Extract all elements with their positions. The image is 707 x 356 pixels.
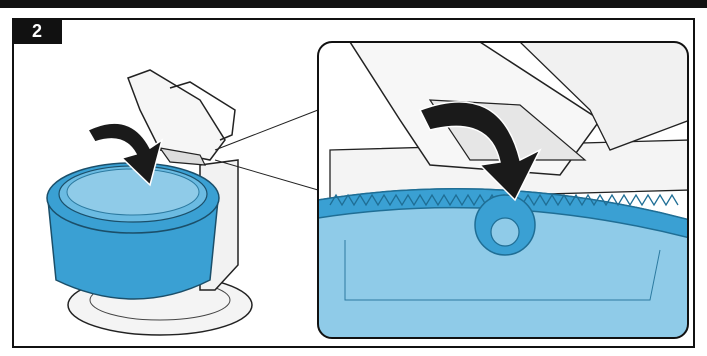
zoom-gear-hub — [491, 218, 519, 246]
zoom-detail — [318, 42, 690, 338]
appliance-overview — [47, 70, 318, 335]
callout-line-top — [215, 110, 318, 150]
bowl-lid-inner — [67, 169, 199, 215]
